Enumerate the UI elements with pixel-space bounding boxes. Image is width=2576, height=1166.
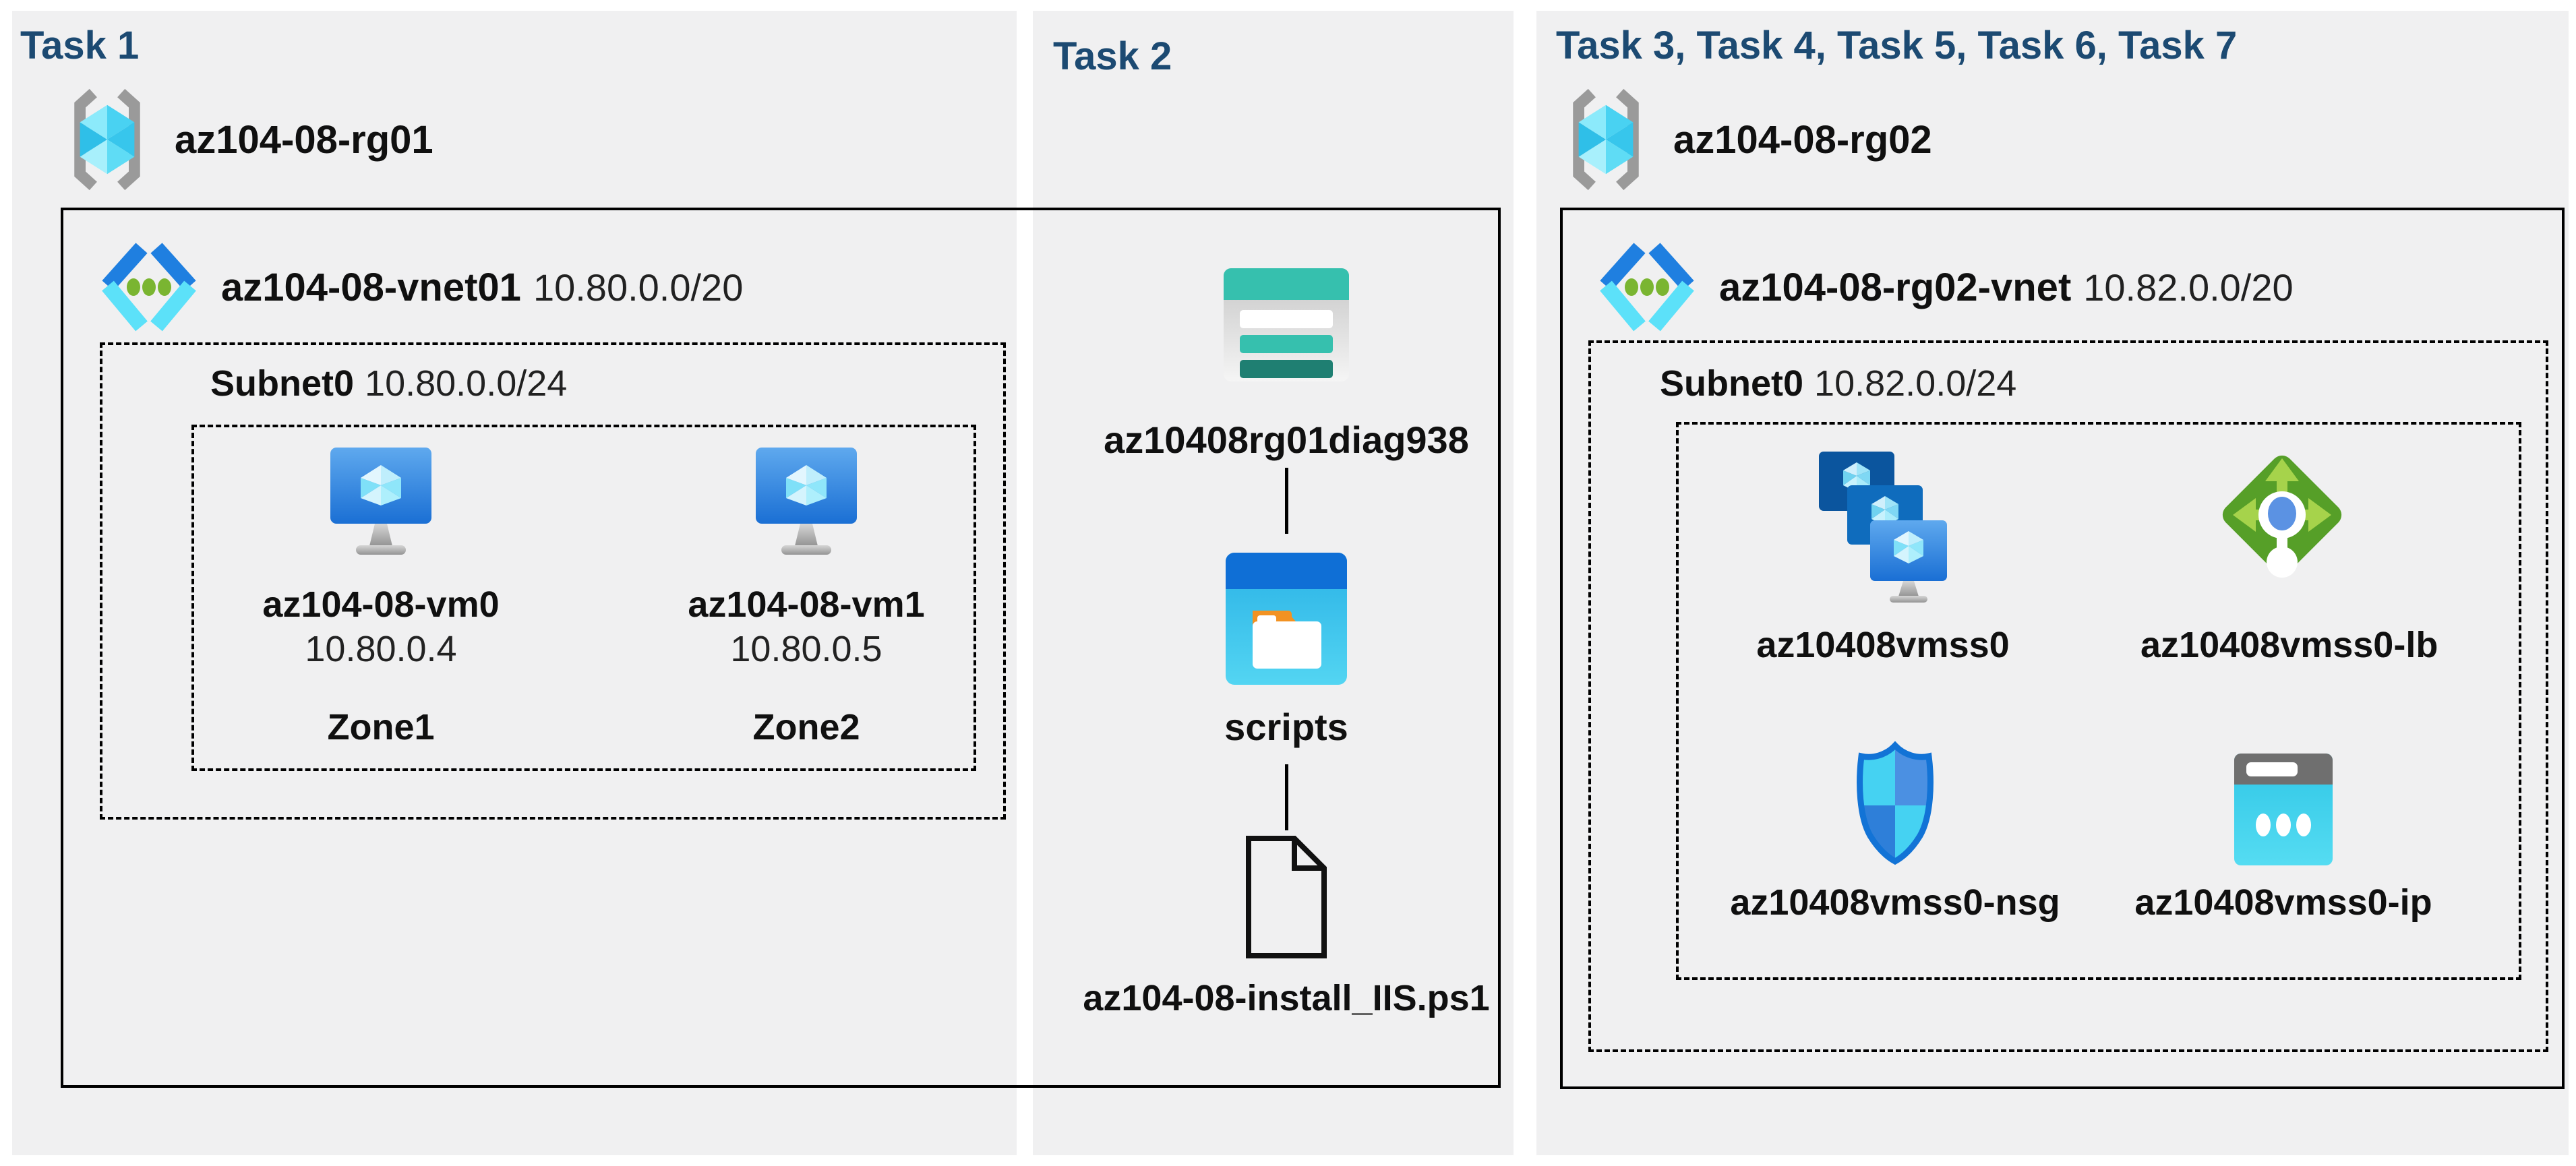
task1-header: Task 1: [20, 24, 140, 67]
vnet01-name: az104-08-vnet01: [221, 265, 521, 309]
virtual-machine-icon: [756, 448, 857, 555]
public-ip-name: az10408vmss0-ip: [2134, 882, 2432, 923]
vmss-name: az10408vmss0: [1756, 625, 2010, 665]
resource-group-rg01: az104-08-rg01: [64, 85, 433, 194]
subnet0-name: Subnet0: [210, 363, 355, 404]
subnet0-box-task1: [100, 342, 1006, 820]
vnet01: az104-08-vnet01 10.80.0.0/20: [101, 240, 743, 334]
resource-group-name: az104-08-rg02: [1673, 117, 1932, 162]
resource-group-rg02: az104-08-rg02: [1563, 85, 1932, 194]
document-icon: [1245, 834, 1328, 960]
panel-task3: [1536, 11, 2569, 1155]
vnet02: az104-08-rg02-vnet 10.82.0.0/20: [1599, 240, 2294, 334]
virtual-network-icon: [1599, 243, 1695, 332]
connector-scripts-file: [1285, 764, 1288, 830]
vm1-ip: 10.80.0.5: [730, 629, 882, 669]
panel-task1: [12, 11, 1017, 1155]
storage-account-name: az10408rg01diag938: [1104, 419, 1469, 461]
resource-group-icon: [1563, 86, 1649, 193]
task2-header: Task 2: [1053, 34, 1172, 78]
virtual-machine-icon: [330, 448, 431, 555]
script-file-name: az104-08-install_IIS.ps1: [1083, 978, 1490, 1018]
rg02-vnet-boundary-box: [1560, 208, 2565, 1089]
load-balancer-icon: [2218, 443, 2346, 586]
load-balancer-name: az10408vmss0-lb: [2140, 625, 2438, 665]
subnet0-cidr: 10.82.0.0/24: [1814, 363, 2017, 404]
vnet02-cidr: 10.82.0.0/20: [2083, 266, 2294, 309]
subnet0-cidr: 10.80.0.0/24: [365, 363, 568, 404]
task3-header: Task 3, Task 4, Task 5, Task 6, Task 7: [1556, 24, 2238, 67]
virtual-network-icon: [101, 243, 197, 332]
vm-zone-box: [191, 425, 976, 771]
vm0-ip: 10.80.0.4: [305, 629, 457, 669]
resource-group-name: az104-08-rg01: [175, 117, 433, 162]
vnet01-boundary-box: [61, 208, 1501, 1088]
subnet0-box-task3: [1588, 340, 2548, 1052]
vnet01-cidr: 10.80.0.0/20: [533, 266, 744, 309]
scripts-folder-name: scripts: [1224, 706, 1348, 748]
connector-storage-scripts: [1285, 468, 1288, 534]
vmss-resources-box: [1676, 422, 2521, 980]
resource-group-icon: [64, 86, 150, 193]
folder-icon: [1226, 553, 1347, 685]
storage-account-icon: [1224, 268, 1349, 381]
nsg-name: az10408vmss0-nsg: [1730, 882, 2060, 923]
network-security-group-icon: [1853, 741, 1938, 865]
vm0-name: az104-08-vm0: [262, 584, 500, 625]
vnet02-name: az104-08-rg02-vnet: [1719, 265, 2072, 309]
subnet0-name: Subnet0: [1660, 363, 1804, 404]
public-ip-icon: [2234, 754, 2333, 865]
vm1-zone: Zone2: [752, 707, 860, 747]
vm1-name: az104-08-vm1: [688, 584, 925, 625]
vm-scale-set-icon: [1819, 452, 1947, 603]
vm0-zone: Zone1: [327, 707, 435, 747]
